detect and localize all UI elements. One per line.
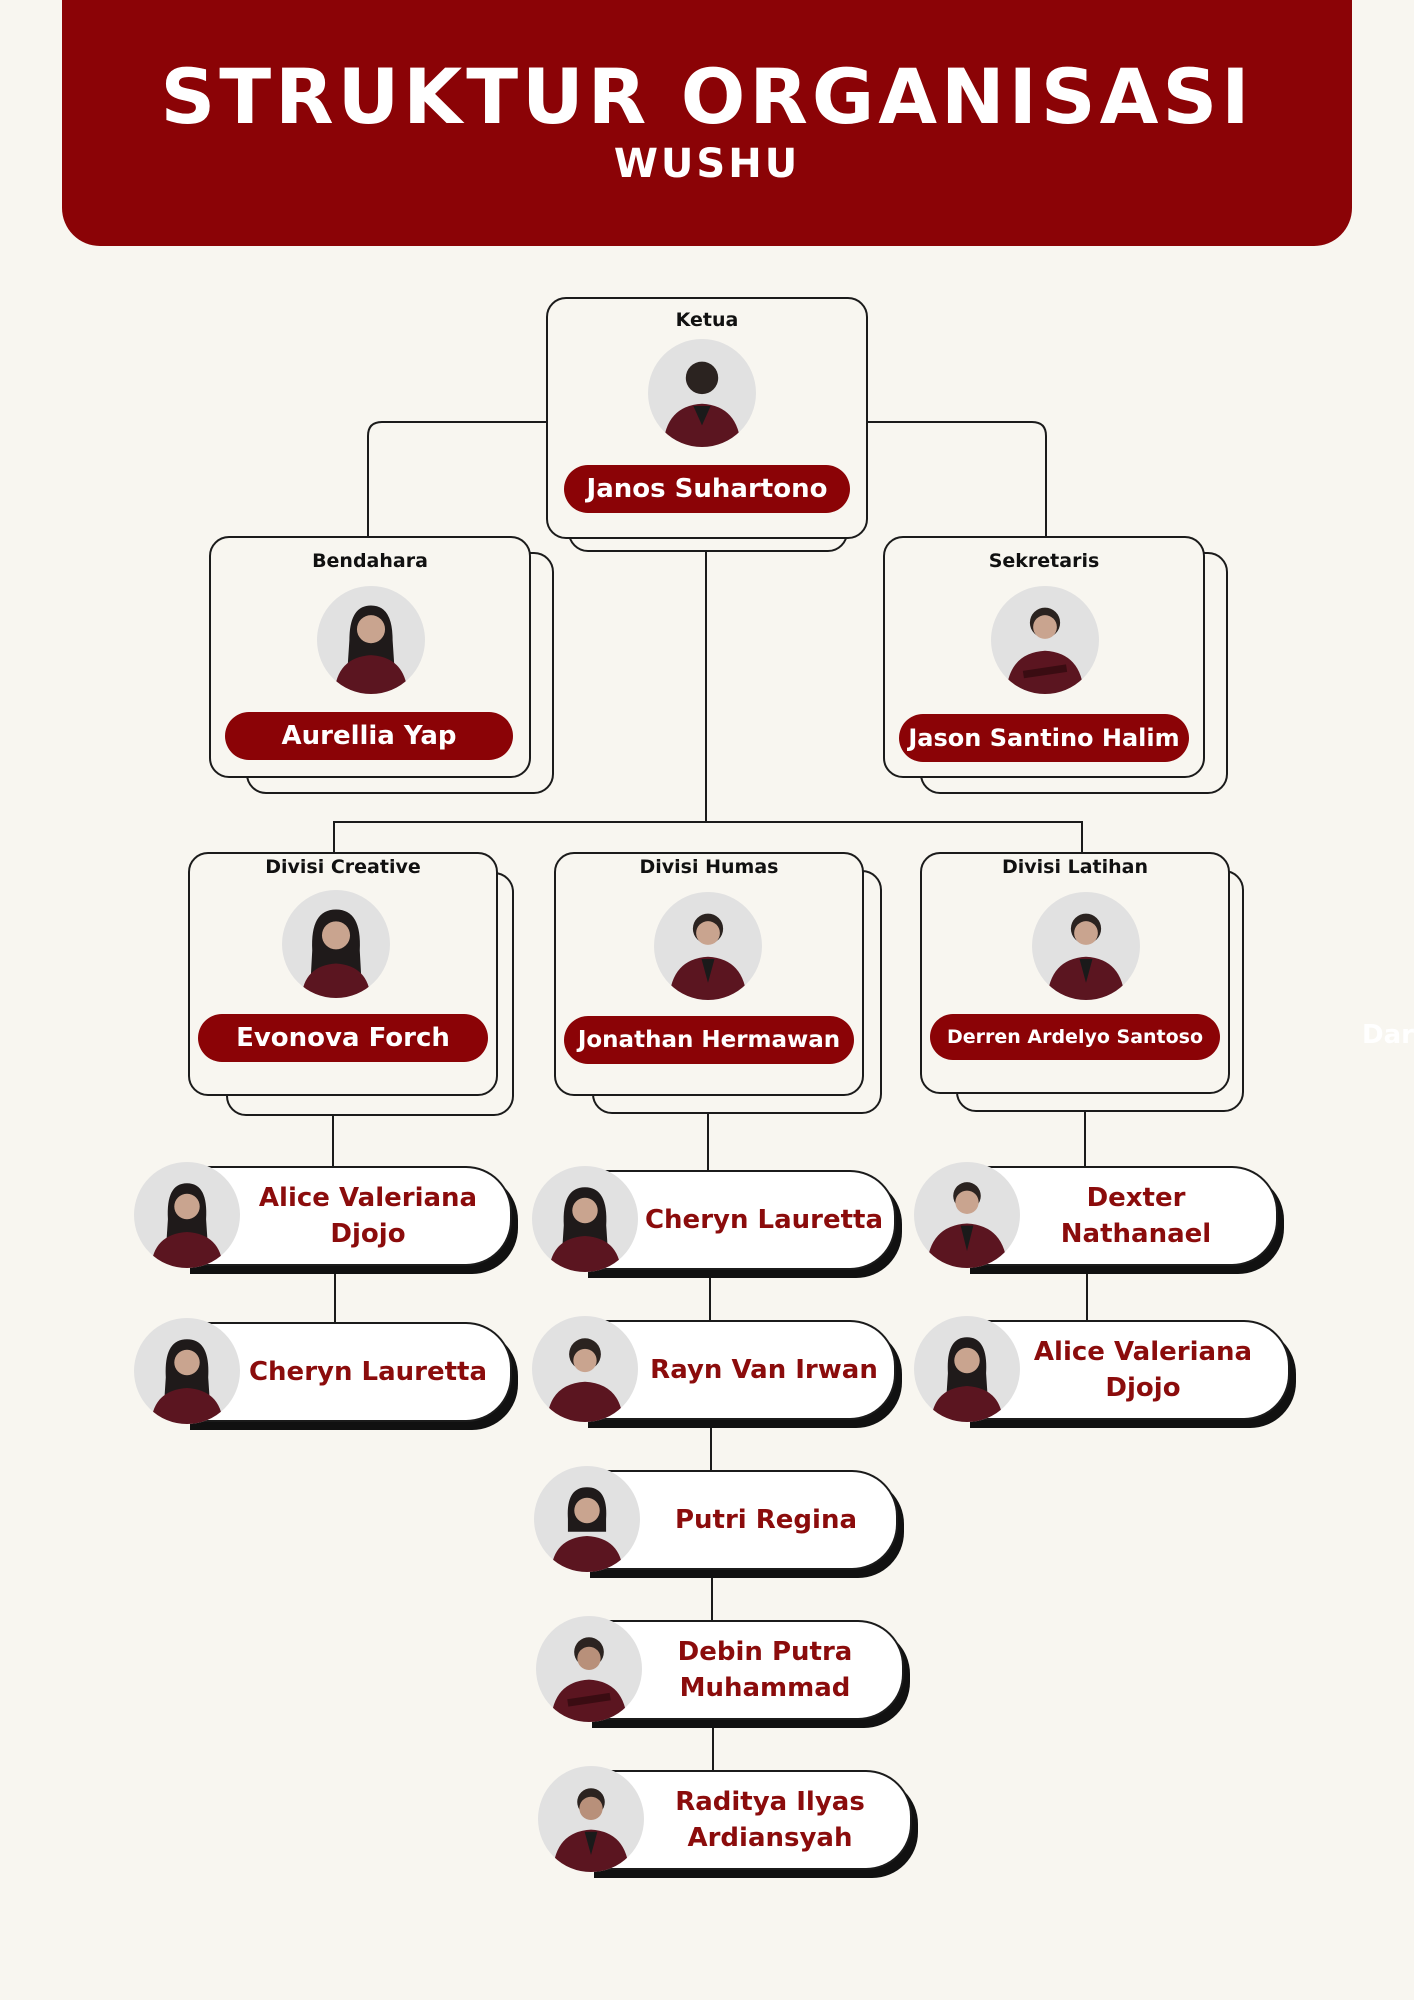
latihan-member-1: Dexter Nathanael	[914, 1162, 1278, 1268]
sekretaris-card: Sekretaris Jason Santino Halim	[883, 536, 1205, 778]
page-header: STRUKTUR ORGANISASI WUSHU	[62, 0, 1352, 246]
line-ketua-bendahara	[367, 421, 546, 538]
sekretaris-name-badge: Jason Santino Halim	[899, 714, 1189, 762]
bendahara-name-badge: Aurellia Yap	[225, 712, 513, 760]
humas-role: Divisi Humas	[639, 856, 779, 878]
humas-card: Divisi Humas Jonathan Hermawan	[554, 852, 864, 1096]
creative-member-1: Alice Valeriana Djojo	[134, 1162, 512, 1268]
bendahara-role: Bendahara	[312, 550, 428, 572]
latihan-role: Divisi Latihan	[1001, 856, 1149, 878]
member-photo-icon	[532, 1166, 638, 1272]
member-photo-icon	[134, 1162, 240, 1268]
humas-member-4: Debin Putra Muhammad	[536, 1616, 904, 1722]
sekretaris-role: Sekretaris	[988, 550, 1100, 572]
member-name: Raditya Ilyas Ardiansyah	[675, 1787, 865, 1853]
humas-head-photo-icon	[654, 892, 762, 1000]
member-photo-icon	[532, 1316, 638, 1422]
member-name: Alice Valeriana Djojo	[1033, 1337, 1253, 1403]
bendahara-card: Bendahara Aurellia Yap	[209, 536, 531, 778]
overflow-text: Dar	[1362, 1020, 1414, 1050]
member-name: Cheryn Lauretta	[644, 1205, 884, 1235]
humas-member-1: Cheryn Lauretta	[532, 1166, 896, 1272]
member-photo-icon	[534, 1466, 640, 1572]
member-name: Rayn Van Irwan	[650, 1355, 878, 1385]
line-ketua-sekretaris	[866, 421, 1047, 538]
humas-member-2: Rayn Van Irwan	[532, 1316, 896, 1422]
ketua-card: Ketua Janos Suhartono	[546, 297, 868, 539]
ketua-name-badge: Janos Suhartono	[564, 465, 850, 513]
line-creative-members	[332, 1112, 336, 1322]
member-name: Alice Valeriana Djojo	[258, 1183, 478, 1249]
latihan-member-2: Alice Valeriana Djojo	[914, 1316, 1290, 1422]
line-humas-members	[707, 1110, 714, 1770]
bendahara-photo-icon	[317, 586, 425, 694]
latihan-head-name-badge: Derren Ardelyo Santoso	[930, 1014, 1220, 1060]
member-name: Dexter Nathanael	[1060, 1183, 1212, 1249]
member-photo-icon	[134, 1318, 240, 1424]
latihan-head-photo-icon	[1032, 892, 1140, 1000]
ketua-photo-icon	[648, 339, 756, 447]
creative-card: Divisi Creative Evonova Forch	[188, 852, 498, 1096]
line-latihan-members	[1084, 1110, 1088, 1320]
humas-member-3: Putri Regina	[534, 1466, 898, 1572]
creative-role: Divisi Creative	[265, 856, 421, 878]
creative-member-2: Cheryn Lauretta	[134, 1318, 512, 1424]
sekretaris-photo-icon	[991, 586, 1099, 694]
page-title: STRUKTUR ORGANISASI	[160, 52, 1254, 141]
member-photo-icon	[538, 1766, 644, 1872]
member-name: Cheryn Lauretta	[248, 1357, 488, 1387]
member-photo-icon	[914, 1316, 1020, 1422]
member-name: Putri Regina	[674, 1505, 857, 1535]
latihan-card: Divisi Latihan Derren Ardelyo Santoso	[920, 852, 1230, 1094]
member-name: Debin Putra Muhammad	[677, 1637, 853, 1703]
page-subtitle: WUSHU	[613, 141, 801, 187]
humas-head-name-badge: Jonathan Hermawan	[564, 1016, 854, 1064]
humas-member-5: Raditya Ilyas Ardiansyah	[538, 1766, 912, 1872]
line-division-bus	[333, 821, 1083, 852]
creative-head-photo-icon	[282, 890, 390, 998]
creative-head-name-badge: Evonova Forch	[198, 1014, 488, 1062]
ketua-role: Ketua	[675, 309, 739, 331]
member-photo-icon	[536, 1616, 642, 1722]
member-photo-icon	[914, 1162, 1020, 1268]
